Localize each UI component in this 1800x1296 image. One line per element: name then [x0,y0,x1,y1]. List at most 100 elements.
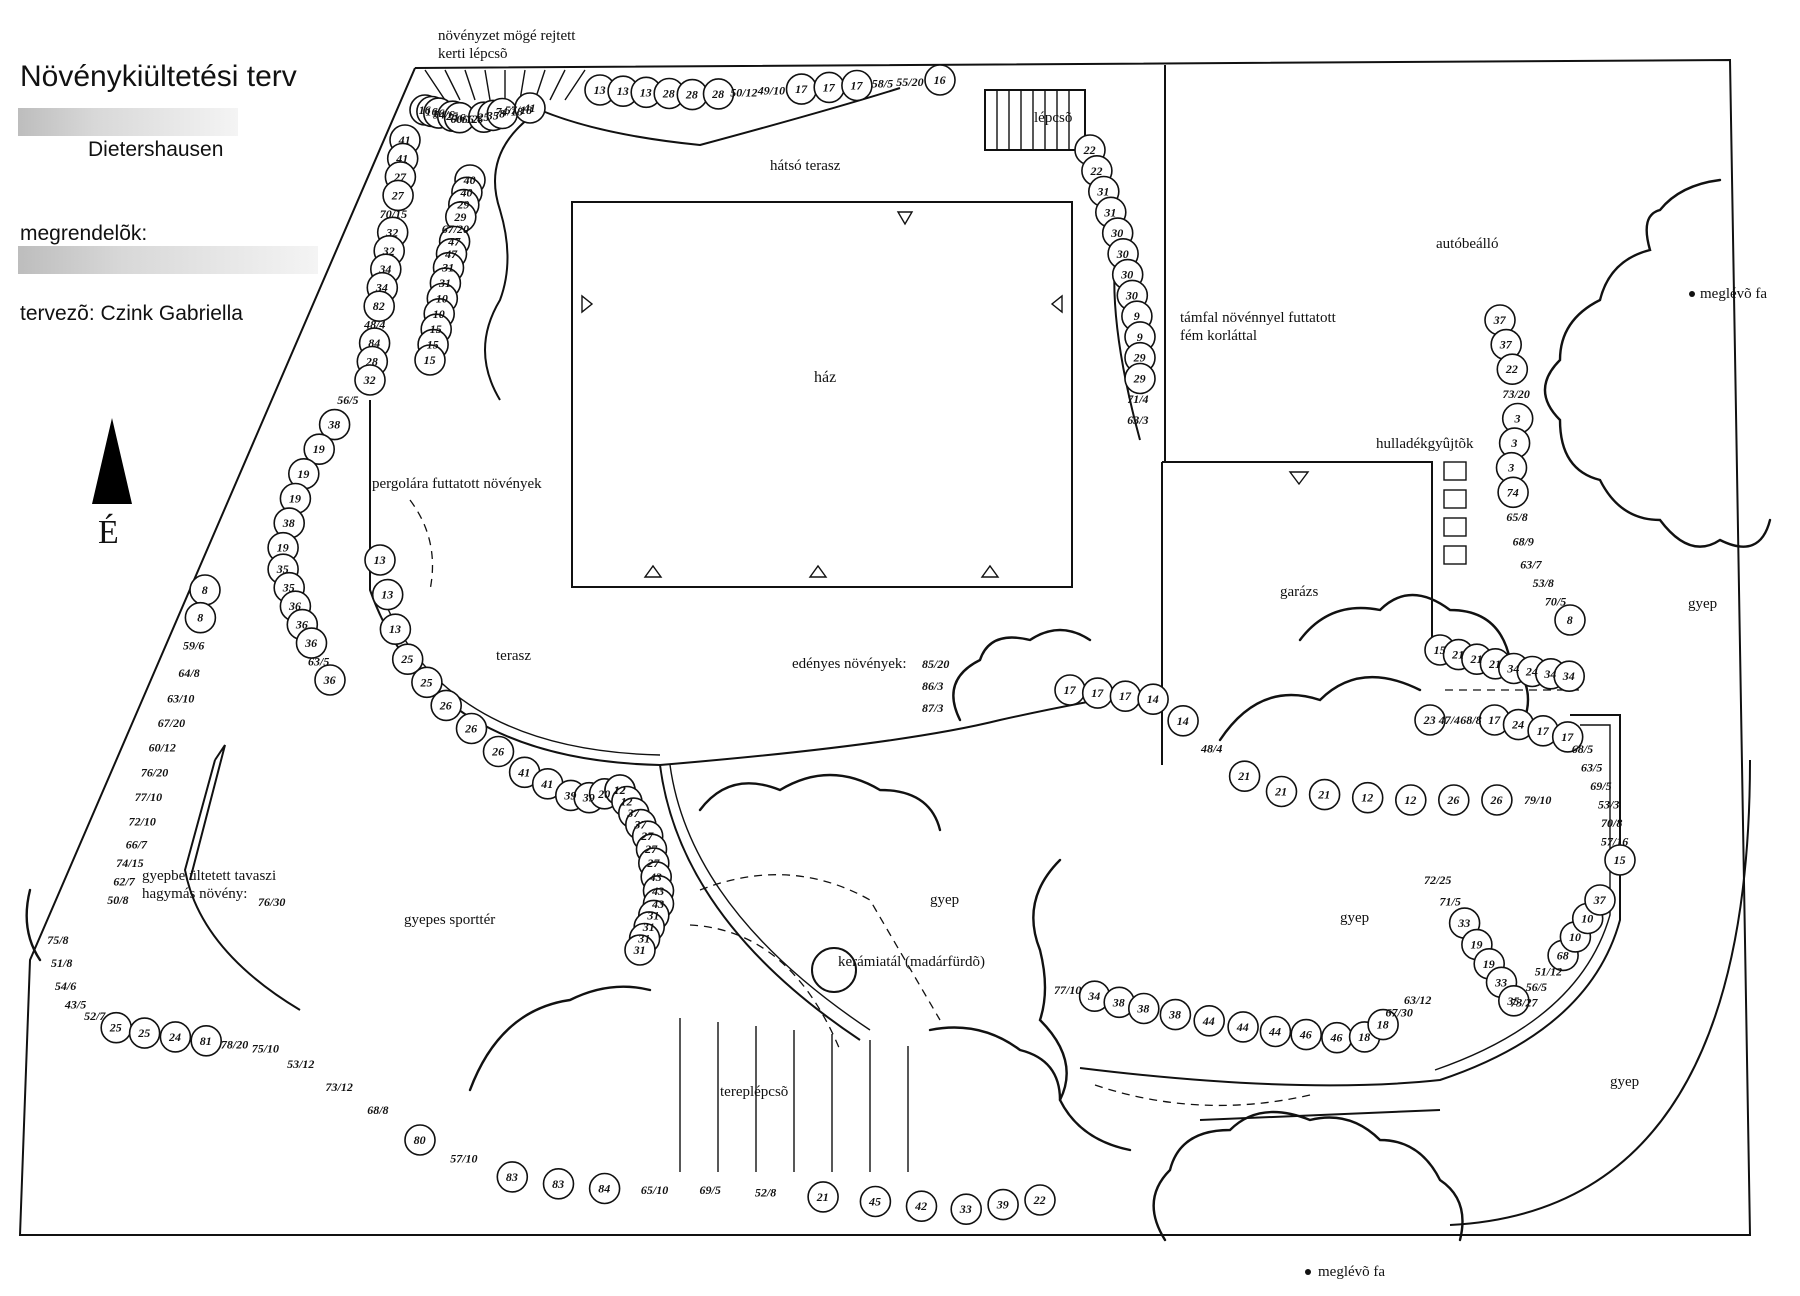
shrub-icon [371,578,404,611]
potted-code: 87/3 [922,701,943,715]
plant-code: 43/5 [64,998,86,1012]
plant-code: 17 [1537,724,1550,738]
plant-code: 32 [385,225,398,239]
door-marker [643,564,663,578]
shrub-icon [379,613,412,646]
shrub-icon [624,934,656,966]
plant-code: 35 [486,108,499,122]
plant-code: 8 [197,611,203,625]
plant-code: 60/12 [149,741,176,755]
plant-code: 41 [540,777,553,791]
shrub-icon [1228,760,1261,793]
shrub-icon [1481,784,1513,816]
shrub-icon [496,1161,529,1193]
plant-code: 12 [621,795,633,809]
plant-code: 21 [816,1190,829,1204]
plant-code: 68/9 [1513,535,1534,549]
shrub-icon [1395,784,1427,816]
client-redacted-bar [18,246,318,274]
plant-code: 56/5 [1526,980,1547,994]
plant-code: 77/10 [135,790,162,804]
tree-canopy-icon [1543,178,1772,548]
plant-code: 36 [288,599,301,613]
shrub-icon [1265,775,1298,808]
plant-code: 21 [1451,648,1464,662]
plant-code: 34 [1562,669,1575,683]
plant-code: 26 [1446,793,1459,807]
plant-code: 31 [1096,185,1109,199]
door-marker [896,211,914,226]
plant-code: 70/5 [1545,595,1566,609]
plant-code: 31 [633,943,646,957]
plant-code: 37 [633,818,647,832]
plant-code: 15 [1614,853,1626,867]
shrub-icon [841,69,873,102]
tree-canopy-icon [1218,675,1422,742]
shrub-icon [987,1188,1019,1221]
plant-code: 21 [1470,652,1483,666]
shrub-icon [1438,784,1470,816]
lawn-label: gyep [1688,596,1717,612]
plant-code: 54/6 [55,979,76,993]
shrub-icon [1227,1011,1259,1043]
plant-code: 28 [662,87,675,101]
plant-code: 22 [1090,164,1103,178]
plant-code: 53/3 [1598,798,1619,812]
plant-code: 38 [282,516,295,530]
plant-code: 22 [1505,362,1518,376]
plant-code: 38 [1112,995,1125,1009]
plant-code: 26 [1490,793,1503,807]
plant-code: 53/12 [287,1057,314,1071]
shrub-icon [807,1181,839,1213]
garage-outline [1161,461,1433,765]
plant-code: 35 [282,581,295,595]
plant-code: 31 [646,908,659,922]
bulbs-code: 76/30 [258,895,285,909]
plant-code: 81 [200,1034,212,1048]
plant-code: 47/4 [1438,713,1460,727]
plant-code: 38 [327,418,340,432]
plant-code: 43 [651,884,664,898]
shrub-icon [1554,604,1586,636]
tree-canopy-icon [468,985,652,1092]
plant-code: 71/4 [1127,392,1148,406]
plant-code: 12 [614,783,626,797]
plant-code: 47 [447,235,461,249]
plant-code: 66/6 [462,112,483,126]
plant-code: 83 [506,1170,518,1184]
plant-code: 78/20 [221,1038,248,1052]
redacted-bar [18,108,238,136]
plant-code: 10 [1569,930,1581,944]
structures [18,58,1752,1236]
plant-code: 29 [1133,372,1146,386]
plant-code: 16 [934,73,946,87]
shrub-icon [128,1017,161,1049]
plant-code: 12 [614,783,626,797]
plant-code: 25 [420,675,433,689]
shrub-icon [1167,704,1199,737]
plant-code: 64/8 [178,666,199,680]
plant-code: 22 [1033,1193,1046,1207]
plant-code: 48/4 [1200,742,1222,756]
plant-code: 34 [1543,667,1556,681]
plant-code: 50/8 [107,893,128,907]
potted-code: 86/3 [922,679,943,693]
plant-code: 17 [823,80,836,94]
plant-code: 70/15 [380,207,407,221]
shrub-icon [391,643,424,676]
plant-code: 30 [1110,226,1123,240]
plant-code: 3 [1510,436,1517,450]
plant-code: 74/15 [116,856,143,870]
shrub-icon [1308,778,1341,811]
plant-code: 36 [323,673,336,687]
plant-code: 31 [1103,205,1116,219]
plant-code: 41 [523,101,536,115]
shrub-icon [1497,476,1529,509]
right-border [1079,714,1621,1087]
tree-canopy-icon [1152,1110,1464,1242]
location-name: Dietershausen [88,138,224,161]
shrub-icon [184,601,217,634]
plant-code: 37 [626,806,640,820]
bulbs-label: gyepbe ültetett tavaszi [142,868,276,884]
